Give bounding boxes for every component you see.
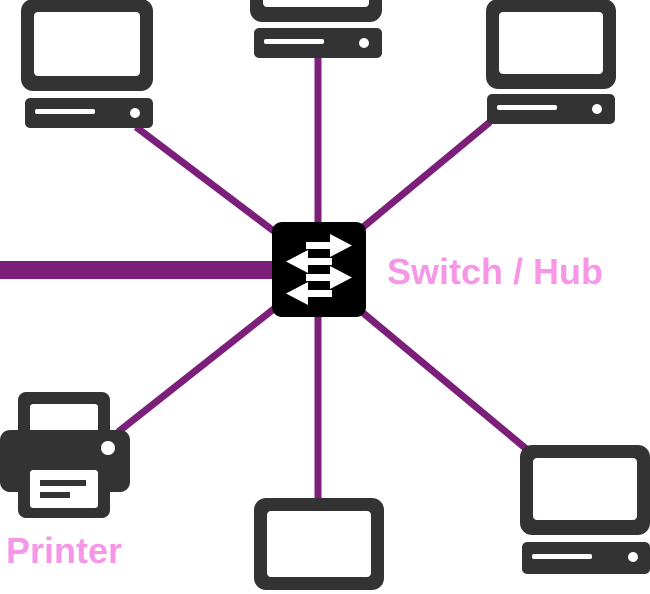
paper-sheet [30,404,98,438]
arrow-left-bottom [286,282,332,305]
printed-line [40,492,70,498]
desktop-computer-icon [486,0,616,124]
cable-bottom-right-computer [359,309,533,455]
drive-slot [264,39,324,44]
power-led [628,552,638,562]
cable-top-left-computer [133,124,278,235]
screen [34,12,140,76]
printer-label: Printer [6,530,123,571]
cable-top-right-computer [359,119,493,231]
desktop-computer-icon [21,0,153,128]
screen [499,12,603,74]
arrow-right-bottom [306,266,352,289]
desktop-computer-icon [254,498,384,590]
screen [533,458,637,520]
power-led [592,104,602,114]
screen [263,0,369,7]
power-led [359,38,369,48]
cable-printer [115,305,278,435]
cables [0,58,533,500]
drive-slot [532,554,592,559]
switch-hub-label: Switch / Hub [387,251,603,292]
drive-slot [35,109,95,114]
hub-body [272,222,366,317]
printed-line [40,480,86,486]
arrow-right-top [306,234,352,257]
switch-arrows-icon [272,222,366,317]
printer-light [101,441,115,455]
drive-slot [497,105,557,110]
printed-page [30,470,98,508]
printer-icon [0,392,130,518]
desktop-computer-icon [520,445,650,574]
power-led [130,108,140,118]
arrow-left-top [286,250,332,273]
screen [267,511,371,577]
desktop-computer-icon [250,0,382,58]
